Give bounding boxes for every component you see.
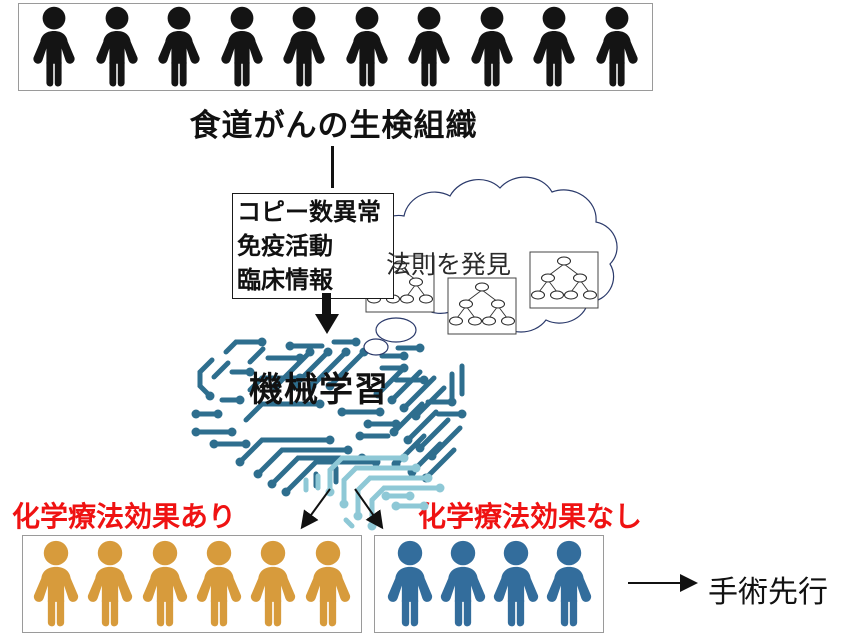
surgery-first-label: 手術先行: [708, 576, 828, 609]
feature-list-box: コピー数異常 免疫活動 臨床情報: [232, 193, 394, 299]
feature-item-copy-number: コピー数異常: [237, 199, 381, 226]
biopsy-cohort-box: [18, 3, 653, 91]
nonresponder-label: 化学療法効果なし: [418, 501, 643, 532]
person-icon: [88, 540, 133, 627]
person-icon: [408, 6, 450, 87]
person-icon: [493, 540, 538, 627]
person-icon: [440, 540, 485, 627]
split-arrow-left: [300, 488, 331, 530]
feature-item-clinical: 臨床情報: [237, 267, 333, 294]
nonresponder-cohort-box: [374, 535, 604, 633]
person-icon: [546, 540, 591, 627]
person-icon: [471, 6, 513, 87]
person-icon: [33, 6, 75, 87]
responder-cohort-box: [22, 535, 362, 633]
features-to-brain-arrow: [315, 293, 339, 334]
person-icon: [283, 6, 325, 87]
rule-discovery-label: 法則を発見: [386, 251, 512, 279]
connector-line: [331, 146, 334, 188]
machine-learning-label: 機械学習: [249, 371, 389, 409]
person-icon: [33, 540, 79, 627]
person-icon: [96, 6, 138, 87]
person-icon: [533, 6, 575, 87]
responder-label: 化学療法効果あり: [12, 501, 237, 532]
feature-item-immune: 免疫活動: [237, 233, 333, 260]
person-icon: [387, 540, 432, 627]
person-icon: [196, 540, 242, 627]
split-arrow-right: [354, 488, 384, 530]
biopsy-caption: 食道がんの生検組織: [189, 108, 478, 143]
person-icon: [221, 6, 263, 87]
person-icon: [142, 540, 187, 627]
person-icon: [596, 6, 638, 87]
person-icon: [251, 540, 296, 627]
person-icon: [305, 540, 350, 627]
person-icon: [346, 6, 388, 87]
decision-tree-2: [447, 277, 517, 335]
decision-tree-3: [529, 251, 599, 309]
person-icon: [158, 6, 200, 87]
